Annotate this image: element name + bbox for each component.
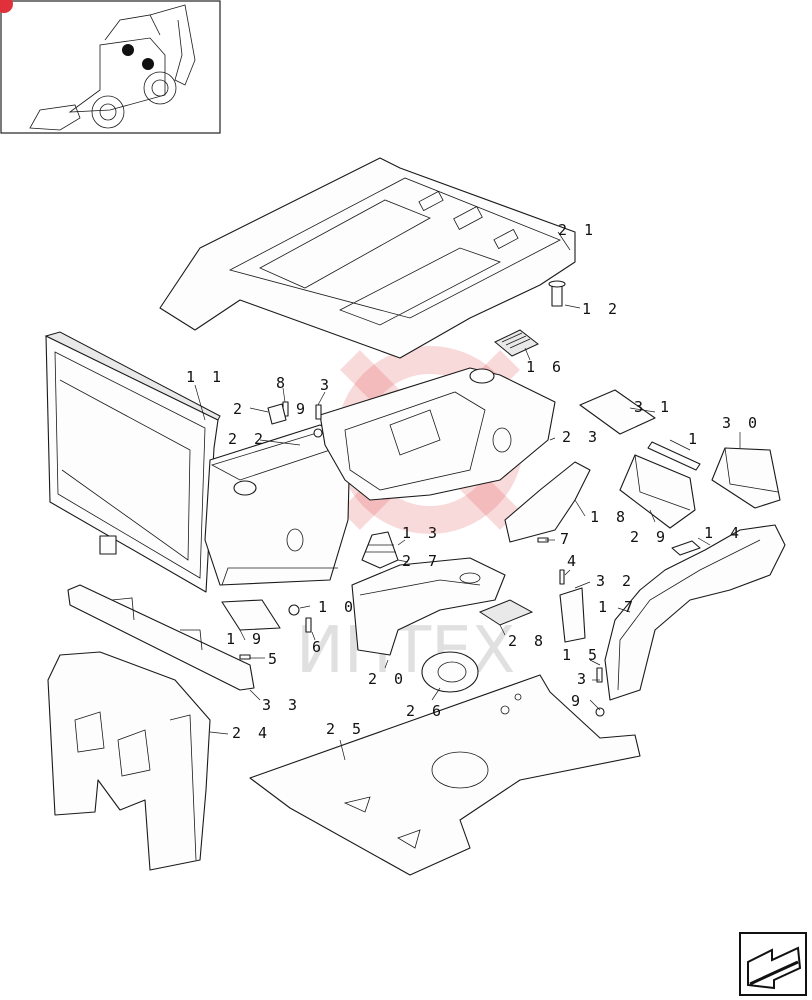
callout-labels: 2 1 1 2 1 6 1 1 8 3 2 9 2 2 3 1 1 3 0 2 … xyxy=(186,221,761,742)
callout-5: 5 xyxy=(268,650,281,668)
part-30-box[interactable] xyxy=(711,447,781,509)
callout-19: 1 9 xyxy=(226,630,265,648)
fastener-9b[interactable] xyxy=(595,707,605,717)
part-25-floor-mat[interactable] xyxy=(249,674,641,876)
callout-29: 2 9 xyxy=(630,528,669,546)
leader-lines xyxy=(194,231,741,761)
callout-9a: 9 xyxy=(296,400,309,418)
red-corner-badge xyxy=(0,0,13,13)
part-31-plate[interactable] xyxy=(579,389,656,435)
callout-13: 1 3 xyxy=(402,524,441,542)
part-29-box[interactable] xyxy=(619,454,696,529)
fastener-6[interactable] xyxy=(305,617,312,633)
callout-30: 3 0 xyxy=(722,414,761,432)
callout-3a: 3 xyxy=(320,376,333,394)
callout-22: 2 2 xyxy=(228,430,267,448)
fastener-5[interactable] xyxy=(239,654,251,660)
part-28-pad[interactable] xyxy=(478,599,534,626)
callout-10: 1 0 xyxy=(318,598,357,616)
machine-thumbnail[interactable] xyxy=(0,0,221,134)
callout-26: 2 6 xyxy=(406,702,445,720)
callout-16: 1 6 xyxy=(526,358,565,376)
fastener-3[interactable] xyxy=(315,404,322,420)
part-32-bracket[interactable] xyxy=(559,587,586,643)
next-page-arrow-icon[interactable] xyxy=(739,932,807,996)
part-16-grille[interactable] xyxy=(494,329,539,357)
callout-7: 7 xyxy=(560,530,573,548)
callout-24: 2 4 xyxy=(232,724,271,742)
part-26-ring[interactable] xyxy=(421,651,479,693)
part-33-crossbeam[interactable] xyxy=(67,584,255,691)
callout-28: 2 8 xyxy=(508,632,547,650)
callout-21: 2 1 xyxy=(558,221,597,239)
part-22-left-console[interactable] xyxy=(204,424,351,586)
fastener-4[interactable] xyxy=(559,569,565,585)
part-19-bracket[interactable] xyxy=(221,599,281,631)
fastener-2[interactable] xyxy=(267,403,287,425)
callout-18: 1 8 xyxy=(590,508,629,526)
callout-23: 2 3 xyxy=(562,428,601,446)
callout-9b: 9 xyxy=(571,692,584,710)
callout-6: 6 xyxy=(312,638,325,656)
part-23-right-trim[interactable] xyxy=(319,367,556,501)
fastener-15-3[interactable] xyxy=(596,667,603,683)
part-12-fastener[interactable] xyxy=(548,280,566,307)
callout-31: 3 1 xyxy=(634,398,673,416)
callout-3b: 3 xyxy=(577,670,590,688)
part-21-roof-panel[interactable] xyxy=(159,157,576,359)
part-20-center-console[interactable] xyxy=(351,557,506,656)
callout-32: 3 2 xyxy=(596,572,635,590)
callout-17: 1 7 xyxy=(598,598,637,616)
part-11-side-panel[interactable] xyxy=(44,331,221,593)
callout-25: 2 5 xyxy=(326,720,365,738)
callout-4: 4 xyxy=(567,552,580,570)
backhoe-loader-thumbnail xyxy=(29,4,196,131)
callout-14: 1 4 xyxy=(704,524,743,542)
callout-11: 1 1 xyxy=(186,368,225,386)
callout-8: 8 xyxy=(276,374,289,392)
callout-33: 3 3 xyxy=(262,696,301,714)
part-24-left-panel[interactable] xyxy=(47,651,211,871)
part-18-curved-panel[interactable] xyxy=(504,461,591,543)
fastener-9[interactable] xyxy=(313,428,323,438)
callout-1: 1 xyxy=(688,430,701,448)
part-13-gear-boot[interactable] xyxy=(361,531,399,569)
part-1-tube[interactable] xyxy=(647,441,701,471)
callout-15: 1 5 xyxy=(562,646,601,664)
callout-2a: 2 xyxy=(233,400,246,418)
callout-27: 2 7 xyxy=(402,552,441,570)
fastener-10[interactable] xyxy=(288,604,300,616)
callout-20: 2 0 xyxy=(368,670,407,688)
callout-12: 1 2 xyxy=(582,300,621,318)
part-14-label-tag[interactable] xyxy=(671,540,701,556)
